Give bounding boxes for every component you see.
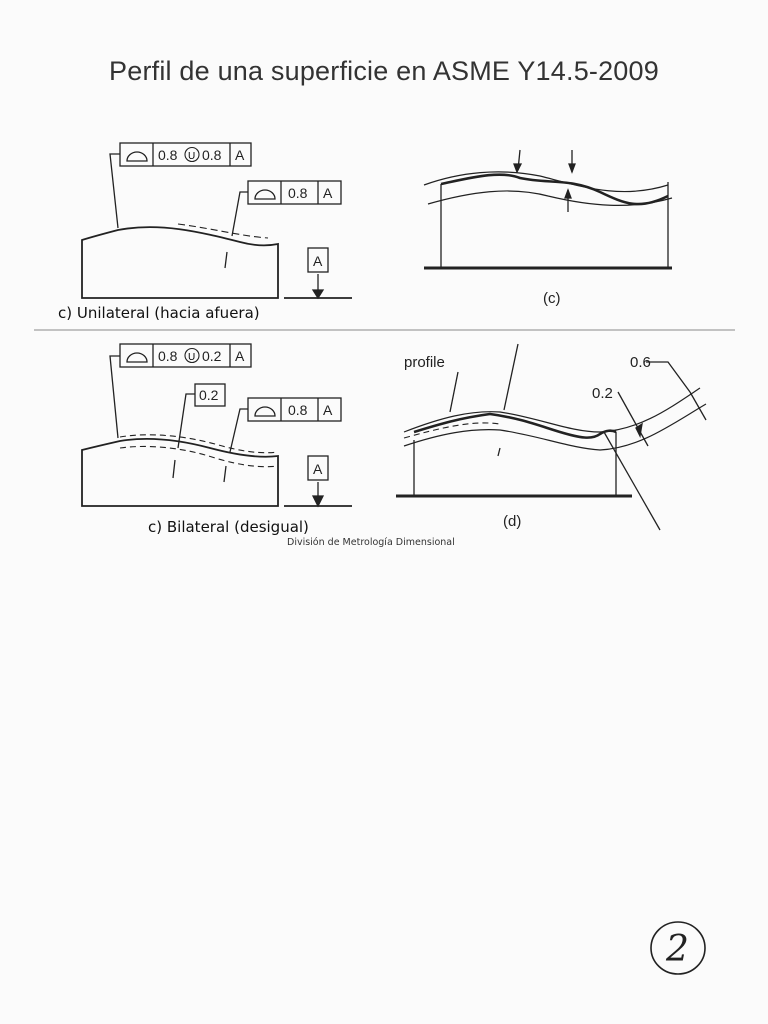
top-fcf1-datum: A bbox=[235, 147, 245, 163]
bottom-datum-label: A bbox=[313, 461, 323, 477]
top-fcf2-tol: 0.8 bbox=[288, 185, 308, 201]
top-feature-control-frame-1 bbox=[119, 142, 252, 167]
top-fcf1-modifier: U bbox=[188, 151, 195, 162]
page-number-circle: 2 bbox=[650, 921, 706, 975]
top-fig-label: (c) bbox=[543, 290, 561, 307]
bottom-left-part-drawing bbox=[81, 355, 352, 508]
credit-text: División de Metrología Dimensional bbox=[287, 537, 455, 548]
top-right-profile-sketch bbox=[423, 149, 673, 270]
bottom-small-tolerance-box bbox=[194, 383, 226, 407]
bottom-right-profile-sketch bbox=[396, 343, 707, 531]
top-datum-box bbox=[307, 247, 329, 273]
bottom-caption: c) Bilateral (desigual) bbox=[148, 518, 309, 536]
bottom-fig-label: (d) bbox=[503, 513, 521, 530]
top-fcf2-datum: A bbox=[323, 185, 333, 201]
bottom-feature-control-frame-2 bbox=[247, 397, 342, 422]
top-feature-control-frame-2 bbox=[247, 180, 342, 205]
page-title: Perfil de una superficie en ASME Y14.5-2… bbox=[109, 56, 659, 86]
bottom-fcf1-modifier: U bbox=[188, 352, 195, 363]
page-number: 2 bbox=[665, 929, 689, 970]
top-fcf1-tol2: 0.8 bbox=[202, 147, 222, 163]
bottom-small-box-value: 0.2 bbox=[199, 387, 219, 403]
bottom-fcf1-tol2: 0.2 bbox=[202, 348, 222, 364]
bottom-feature-control-frame-1 bbox=[119, 343, 252, 368]
top-datum-label: A bbox=[313, 253, 323, 269]
top-left-part-drawing bbox=[81, 153, 352, 300]
bottom-fcf2-tol: 0.8 bbox=[288, 402, 308, 418]
top-caption: c) Unilateral (hacia afuera) bbox=[58, 304, 260, 322]
top-fcf1-tol1: 0.8 bbox=[158, 147, 178, 163]
profile-of-surface-icon bbox=[126, 151, 148, 162]
profile-of-surface-icon bbox=[254, 189, 276, 200]
bottom-fcf2-datum: A bbox=[323, 402, 333, 418]
profile-of-surface-icon bbox=[254, 406, 276, 417]
profile-label: profile bbox=[404, 354, 445, 371]
dim-outer-label: 0.6 bbox=[630, 354, 651, 371]
profile-of-surface-icon bbox=[126, 352, 148, 363]
dim-inner-label: 0.2 bbox=[592, 385, 613, 402]
bottom-fcf1-tol1: 0.8 bbox=[158, 348, 178, 364]
bottom-fcf1-datum: A bbox=[235, 348, 245, 364]
bottom-datum-box bbox=[307, 455, 329, 481]
